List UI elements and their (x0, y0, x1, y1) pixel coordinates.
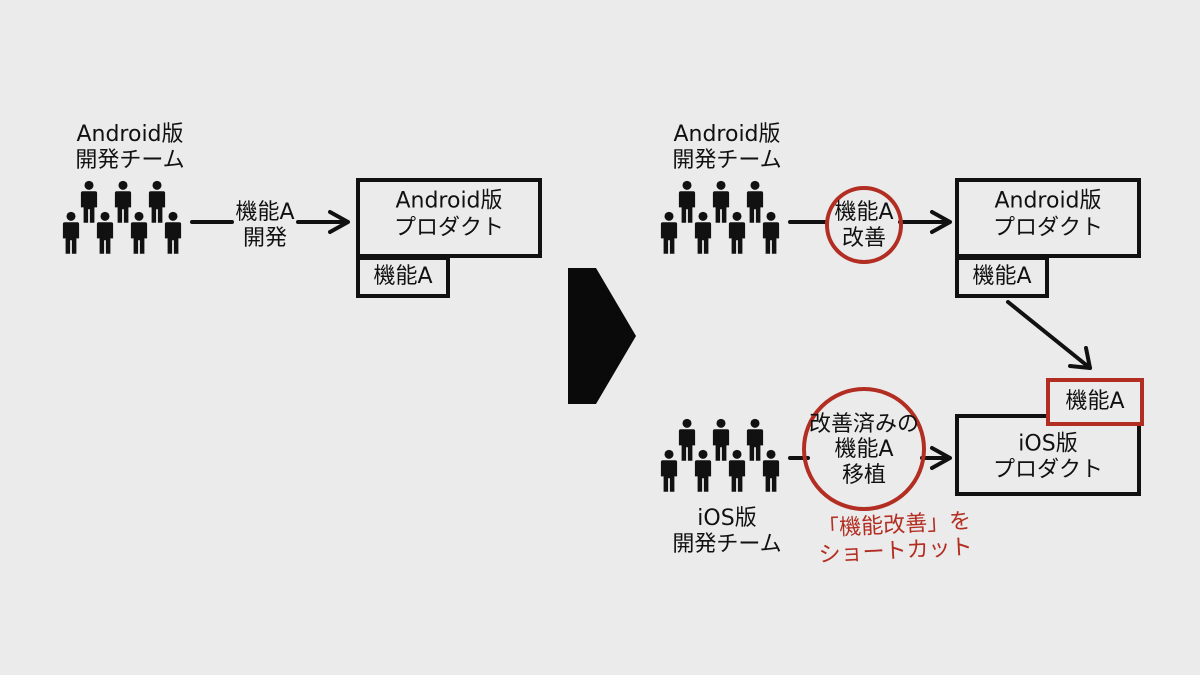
highlight-circle (802, 387, 926, 511)
team-label-line: 開発チーム (672, 532, 782, 558)
product-label: Android版 プロダクト (959, 189, 1137, 242)
action-label-line: 機能A (235, 200, 295, 225)
after-android-product-box: Android版 プロダクト (955, 178, 1141, 258)
arrow-head-icon (1068, 346, 1092, 370)
highlight-circle (825, 186, 903, 264)
team-label-line: 開発チーム (672, 148, 782, 174)
after-ios-team-label: iOS版 開発チーム (652, 506, 802, 559)
product-label-line: プロダクト (992, 457, 1103, 483)
before-product-box: Android版 プロダクト (356, 178, 542, 258)
after-android-feature-box: 機能A (955, 256, 1049, 298)
feature-label: 機能A (373, 263, 433, 289)
product-label: iOS版 プロダクト (959, 432, 1137, 485)
team-label-line: Android版 (673, 122, 781, 147)
product-label-line: iOS版 (1018, 431, 1078, 457)
product-label-line: Android版 (395, 188, 503, 214)
action-label-line: 改善済みの (808, 412, 919, 437)
arrow-right-icon (930, 446, 952, 470)
big-arrow-icon (568, 268, 636, 404)
after-ios-product-box: iOS版 プロダクト (955, 414, 1141, 496)
product-label-line: プロダクト (393, 215, 504, 241)
people-group-icon (660, 178, 790, 260)
after-ios-action-label: 改善済みの 機能A 移植 (799, 412, 929, 488)
product-label-line: プロダクト (992, 215, 1103, 241)
after-android-team-label: Android版 開発チーム (652, 122, 802, 175)
action-label-line: 開発 (242, 226, 287, 252)
feature-label: 機能A (972, 263, 1032, 289)
product-label-line: Android版 (994, 188, 1102, 214)
action-label-line: 改善 (841, 226, 886, 252)
after-ios-feature-box: 機能A (1046, 378, 1144, 426)
people-group-icon (660, 416, 790, 498)
shortcut-note: 「機能改善」を ショートカット (799, 508, 992, 571)
team-label-line: 開発チーム (75, 148, 185, 174)
after-android-action-label: 機能A 改善 (824, 200, 904, 253)
feature-label: 機能A (1065, 388, 1125, 414)
people-group-icon (62, 178, 192, 260)
team-label-line: Android版 (76, 122, 184, 147)
feature-port-arrow (1006, 300, 1092, 370)
arrow-right-icon (328, 210, 350, 234)
before-team-label: Android版 開発チーム (55, 122, 205, 175)
before-feature-box: 機能A (356, 256, 450, 298)
action-label-line: 機能A (834, 437, 894, 463)
product-label: Android版 プロダクト (360, 189, 538, 242)
team-label-line: iOS版 (697, 506, 757, 531)
before-action-label: 機能A 開発 (225, 200, 305, 253)
action-label-line: 機能A (834, 200, 894, 225)
action-label-line: 移植 (841, 462, 886, 488)
arrow-right-icon (930, 210, 952, 234)
